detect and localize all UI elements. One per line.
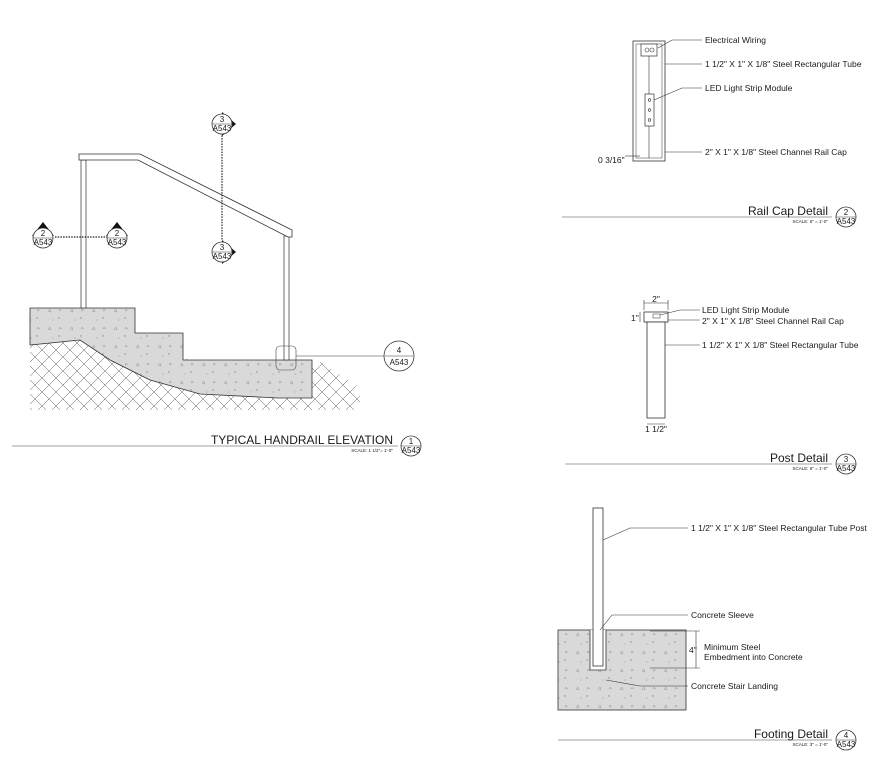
callout-sheet: A543: [390, 358, 409, 367]
concrete-stair: [29, 307, 313, 399]
callout-number: 3: [220, 243, 225, 252]
led-module: [644, 93, 655, 127]
svg-text:A543: A543: [402, 446, 421, 455]
label-embedment-2: Embedment into Concrete: [704, 652, 803, 662]
label-led-strip: LED Light Strip Module: [705, 83, 793, 93]
dimension-label: 0 3/16": [598, 155, 625, 165]
callout-number: 2: [115, 229, 120, 238]
post-title: Post Detail: [770, 451, 828, 465]
label-electrical-wiring: Electrical Wiring: [705, 35, 766, 45]
rail-cap-detail: Electrical Wiring 1 1/2" X 1" X 1/8" Ste…: [562, 35, 862, 228]
svg-text:A543: A543: [837, 217, 856, 226]
label-channel-cap: 2" X 1" X 1/8" Steel Channel Rail Cap: [702, 316, 844, 326]
handrail-top-rail: [78, 153, 293, 238]
label-rect-tube: 1 1/2" X 1" X 1/8" Steel Rectangular Tub…: [705, 59, 862, 69]
svg-text:3: 3: [844, 455, 849, 464]
label-sleeve: Concrete Sleeve: [691, 610, 754, 620]
post-tube: [646, 321, 666, 419]
label-post: 1 1/2" X 1" X 1/8" Steel Rectangular Tub…: [691, 523, 867, 533]
dimension-label: 2": [652, 294, 660, 304]
handrail-post-left: [80, 159, 87, 309]
svg-text:1: 1: [409, 437, 414, 446]
callout-sheet: A543: [34, 238, 53, 247]
dimension-label: 4": [689, 645, 697, 655]
handrail-post-right: [283, 235, 290, 361]
callout-3-bottom[interactable]: 3 A543: [211, 240, 236, 264]
rail-cap-title-tag: 2 A543: [835, 206, 857, 228]
callout-4[interactable]: 4 A543: [383, 340, 415, 372]
elevation-title: TYPICAL HANDRAIL ELEVATION: [211, 433, 393, 447]
post-cap-channel: [643, 311, 669, 323]
dimension-label: 1 1/2": [645, 424, 667, 434]
footing-post: [592, 507, 604, 667]
concrete-landing: [557, 629, 687, 711]
footing-callout-box: [275, 345, 297, 371]
svg-text:4: 4: [844, 731, 849, 740]
callout-3-top[interactable]: 3 A543: [211, 112, 236, 136]
callout-number: 4: [397, 346, 402, 355]
svg-text:A543: A543: [837, 464, 856, 473]
elevation-title-tag: 1 A543: [400, 435, 422, 457]
label-landing: Concrete Stair Landing: [691, 681, 778, 691]
callout-2-left[interactable]: 2 A543: [32, 222, 54, 249]
label-rect-tube: 1 1/2" X 1" X 1/8" Steel Rectangular Tub…: [702, 340, 859, 350]
callout-number: 3: [220, 115, 225, 124]
elevation-scale: SCALE: 1 1/2"= 1'-0": [351, 448, 393, 453]
footing-title: Footing Detail: [754, 727, 828, 741]
label-channel-cap: 2" X 1" X 1/8" Steel Channel Rail Cap: [705, 147, 847, 157]
footing-scale: SCALE: 3" = 1'-0": [793, 742, 829, 747]
callout-number: 2: [41, 229, 46, 238]
rail-cap-scale: SCALE: 6" = 1'-0": [793, 219, 829, 224]
post-title-tag: 3 A543: [835, 453, 857, 475]
post-detail: 2" 1" 1 1/2" LED Light Strip Module 2" X…: [565, 294, 859, 475]
handrail-elevation: 2 A543 2 A543 3 A543 3 A543: [12, 112, 422, 457]
dimension-label: 1": [631, 313, 639, 323]
rail-cap-title: Rail Cap Detail: [748, 204, 828, 218]
callout-sheet: A543: [213, 124, 232, 133]
callout-2-right[interactable]: 2 A543: [106, 222, 128, 249]
post-scale: SCALE: 6" = 1'-0": [793, 466, 829, 471]
label-embedment-1: Minimum Steel: [704, 642, 760, 652]
footing-detail: 1 1/2" X 1" X 1/8" Steel Rectangular Tub…: [557, 507, 867, 751]
footing-title-tag: 4 A543: [835, 729, 857, 751]
svg-text:A543: A543: [837, 740, 856, 749]
label-led-strip: LED Light Strip Module: [702, 305, 790, 315]
svg-text:2: 2: [844, 208, 849, 217]
callout-sheet: A543: [108, 238, 127, 247]
callout-sheet: A543: [213, 252, 232, 261]
